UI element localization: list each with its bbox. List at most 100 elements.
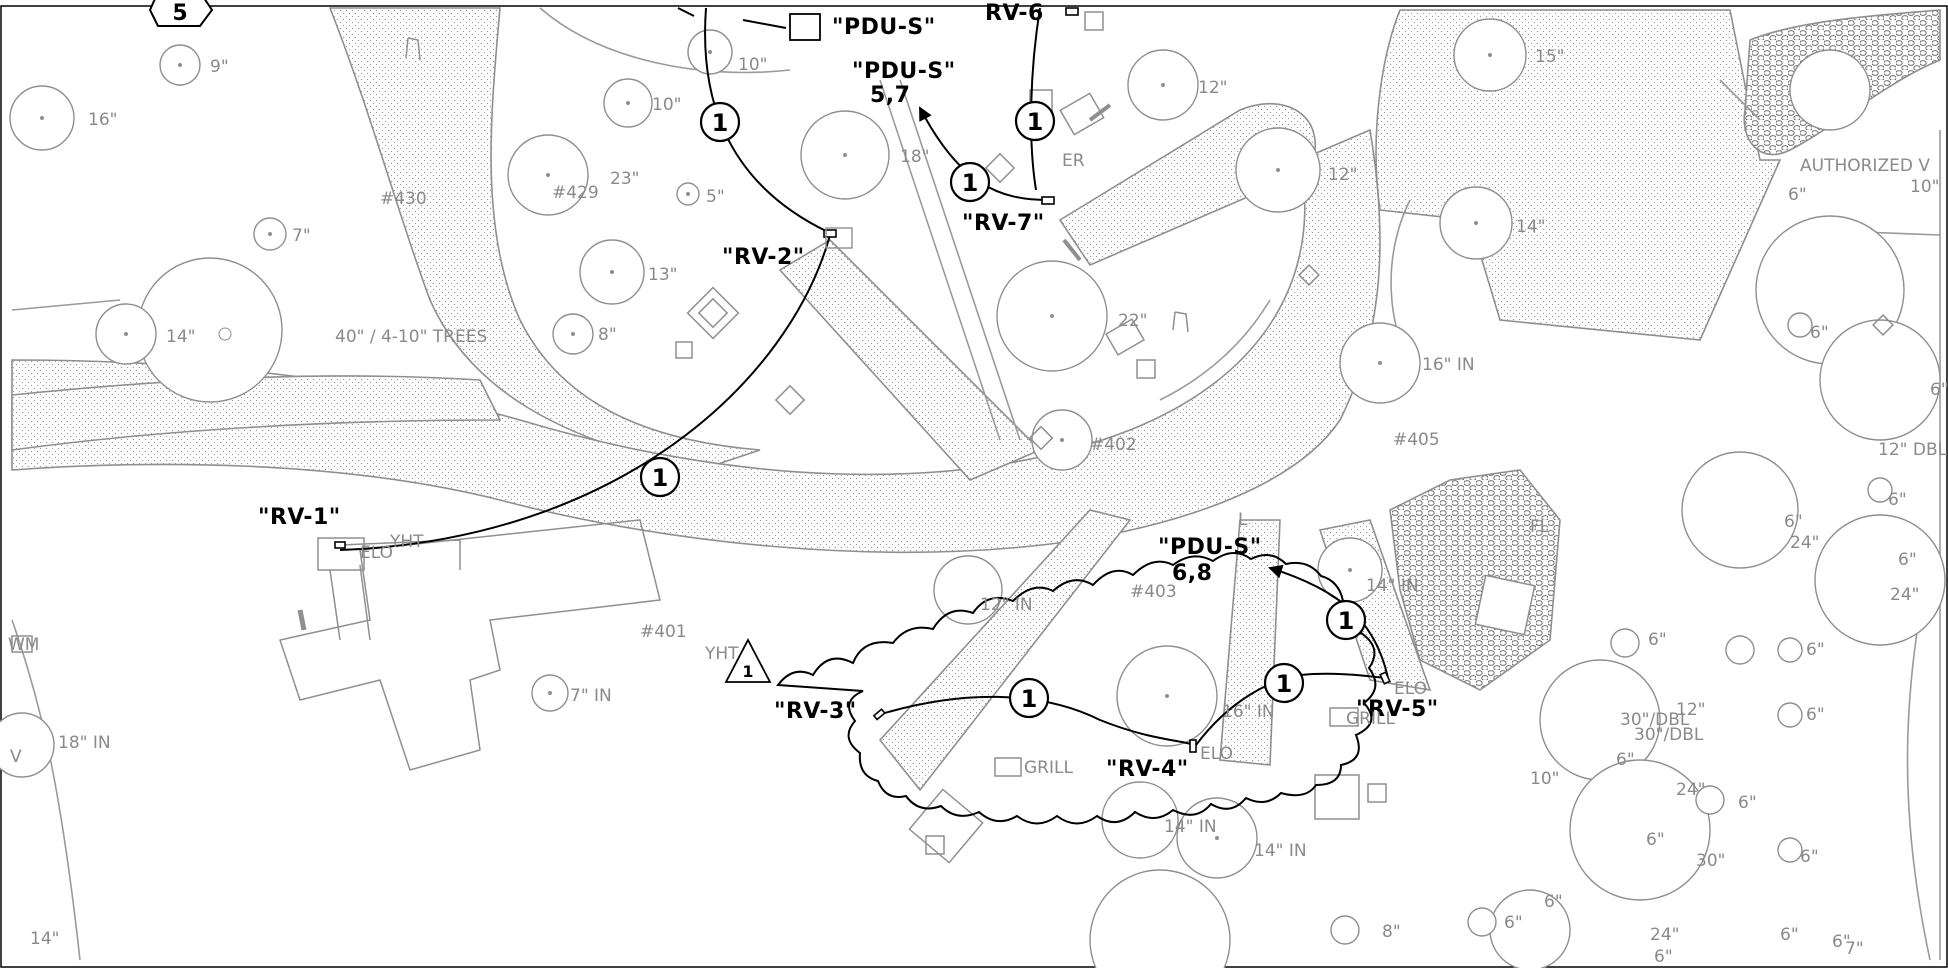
svg-text:6": 6" (1544, 892, 1563, 912)
svg-text:1: 1 (1027, 108, 1044, 136)
svg-text:18" IN: 18" IN (58, 733, 111, 753)
svg-text:6": 6" (1738, 793, 1757, 813)
svg-text:5": 5" (706, 187, 725, 207)
keynote-tag-2[interactable]: 1 (1014, 100, 1056, 142)
svg-text:#401: #401 (640, 622, 687, 642)
svg-text:30"/DBL: 30"/DBL (1620, 710, 1690, 730)
revision-cloud (776, 552, 1377, 825)
road-upper-left (328, 7, 761, 471)
svg-text:24": 24" (1650, 925, 1679, 945)
svg-text:30": 30" (1696, 851, 1725, 871)
svg-text:6": 6" (1806, 705, 1825, 725)
svg-text:YHT: YHT (389, 532, 424, 552)
sheet-border (0, 5, 1948, 968)
svg-text:12": 12" (1328, 165, 1357, 185)
svg-text:6": 6" (1784, 512, 1803, 532)
svg-text:14": 14" (166, 327, 195, 347)
svg-text:WM: WM (8, 635, 39, 655)
svg-text:ELO: ELO (1200, 744, 1233, 764)
label-pdu-low: "PDU-S" (1158, 535, 1262, 560)
svg-text:8": 8" (598, 325, 617, 345)
rv1-receptacle (334, 541, 346, 549)
road-spur-rv2 (778, 238, 1042, 481)
svg-text:12": 12" (1198, 78, 1227, 98)
keynote-tag-6[interactable]: 1 (1263, 662, 1305, 704)
svg-text:6": 6" (1810, 323, 1829, 343)
svg-text:14": 14" (1516, 217, 1545, 237)
keynote-tag-7[interactable]: 1 (1325, 599, 1367, 641)
svg-text:GRILL: GRILL (1024, 758, 1073, 778)
label-rv1: "RV-1" (258, 505, 341, 530)
svg-text:22": 22" (1118, 311, 1147, 331)
road-network (11, 7, 1782, 792)
svg-text:12": 12" (1676, 700, 1705, 720)
svg-text:#403: #403 (1130, 582, 1177, 602)
svg-text:1: 1 (712, 109, 729, 137)
svg-text:1: 1 (742, 662, 753, 681)
svg-text:10": 10" (1910, 177, 1939, 197)
keynote-tag-3[interactable]: 1 (949, 161, 991, 203)
svg-text:#405: #405 (1393, 430, 1440, 450)
svg-text:16" IN: 16" IN (1422, 355, 1475, 375)
svg-text:FL: FL (1530, 517, 1550, 537)
building-outline-southwest (279, 519, 661, 771)
small-pad-rv1 (317, 537, 365, 571)
svg-text:10": 10" (1530, 769, 1559, 789)
svg-text:10": 10" (738, 55, 767, 75)
svg-text:9": 9" (210, 57, 229, 77)
svg-text:14": 14" (30, 929, 59, 949)
label-rv6: RV-6 (985, 1, 1044, 26)
svg-text:24": 24" (1676, 780, 1705, 800)
svg-text:6": 6" (1788, 185, 1807, 205)
svg-text:24": 24" (1890, 585, 1919, 605)
pad-north (1375, 9, 1782, 341)
svg-text:7" IN: 7" IN (570, 686, 612, 706)
svg-text:12" DBL: 12" DBL (1878, 440, 1948, 460)
svg-text:6": 6" (1888, 490, 1907, 510)
svg-text:5: 5 (172, 1, 187, 26)
keynote-tag-4[interactable]: 1 (639, 456, 681, 498)
rv4-receptacle (1189, 739, 1197, 753)
road-south-strip-a (878, 509, 1132, 792)
svg-text:6": 6" (1800, 847, 1819, 867)
svg-text:1: 1 (1276, 670, 1293, 698)
svg-text:8": 8" (1382, 922, 1401, 942)
walkway-southwest (329, 539, 461, 641)
label-rv4: "RV-4" (1106, 757, 1189, 782)
svg-text:6": 6" (1504, 913, 1523, 933)
pdu-box-top (789, 13, 821, 41)
svg-text:AUTHORIZED V: AUTHORIZED V (1800, 156, 1930, 176)
svg-text:14" IN: 14" IN (1366, 576, 1419, 596)
svg-text:1: 1 (1338, 607, 1355, 635)
svg-text:15": 15" (1535, 47, 1564, 67)
svg-text:12" IN: 12" IN (980, 595, 1033, 615)
label-rv3: "RV-3" (774, 699, 857, 724)
tree-annotations: 9" 16" 10" 10" 23" 5" #429 #430 7" 13" 1… (8, 47, 1948, 967)
svg-text:18": 18" (900, 147, 929, 167)
keynote-tag-5[interactable]: 1 (1008, 677, 1050, 719)
keynote-tag-1[interactable]: 1 (699, 101, 741, 143)
paver-square (1474, 574, 1536, 636)
svg-text:ELO: ELO (1394, 679, 1427, 699)
svg-text:L: L (1238, 510, 1248, 530)
svg-text:6": 6" (1780, 925, 1799, 945)
svg-text:V: V (10, 747, 22, 767)
rv7-receptacle (1041, 196, 1055, 205)
svg-text:YHT: YHT (704, 644, 739, 664)
svg-text:16": 16" (88, 110, 117, 130)
svg-text:6": 6" (1616, 750, 1635, 770)
sheet-marker[interactable]: 5 (148, 0, 214, 27)
svg-text:6": 6" (1832, 932, 1851, 952)
label-rv2: "RV-2" (722, 245, 805, 270)
svg-text:16" IN: 16" IN (1222, 702, 1275, 722)
svg-text:14" IN: 14" IN (1164, 817, 1217, 837)
svg-text:13": 13" (648, 265, 677, 285)
svg-text:6": 6" (1898, 550, 1917, 570)
revision-delta[interactable]: 1 (724, 638, 772, 683)
svg-text:1: 1 (652, 464, 669, 492)
svg-text:1: 1 (962, 169, 979, 197)
equipment-symbols (334, 7, 1391, 753)
svg-text:6": 6" (1806, 640, 1825, 660)
svg-text:24": 24" (1790, 533, 1819, 553)
